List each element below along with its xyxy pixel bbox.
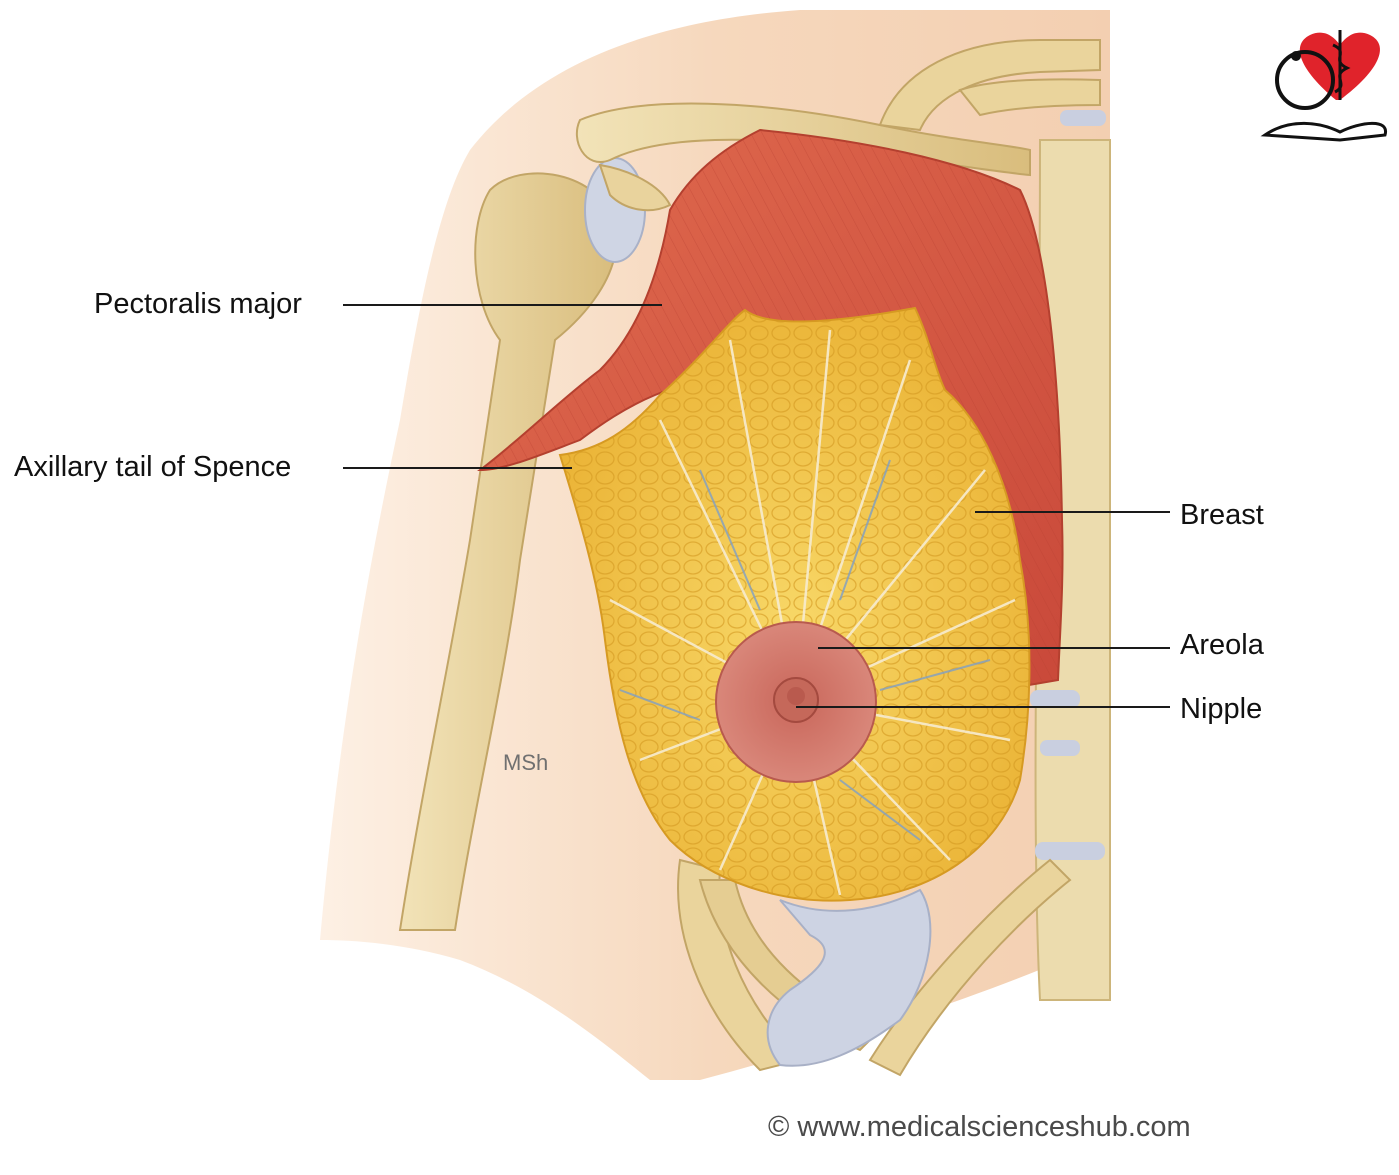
- acromion-coracoid: [598, 163, 672, 212]
- costal-cartilage: [1035, 842, 1105, 860]
- lower-rib: [868, 858, 1072, 1077]
- rib-cartilage: [766, 888, 932, 1067]
- label-areola: Areola: [1180, 629, 1264, 661]
- breast-blood-vessels: [619, 459, 991, 841]
- stethoscope-head: [1291, 51, 1301, 61]
- label-nipple: Nipple: [1180, 693, 1263, 725]
- heart-stethoscope-book-logo: [1260, 30, 1387, 142]
- upper-rib: [958, 78, 1101, 117]
- open-book-icon: [1260, 121, 1387, 142]
- label-pectoralis-major: Pectoralis major: [94, 288, 302, 320]
- pectoralis-fibers: [480, 130, 1063, 690]
- nipple-tip: [787, 687, 805, 705]
- upper-rib: [878, 39, 1101, 132]
- label-axillary-tail: Axillary tail of Spence: [14, 451, 292, 483]
- label-breast: Breast: [1180, 499, 1264, 531]
- stethoscope-icon: [1275, 50, 1335, 110]
- caduceus-icon: [1332, 30, 1351, 100]
- msh-watermark: MSh: [503, 750, 549, 775]
- costal-cartilage: [1060, 110, 1106, 126]
- copyright-notice: © www.medicalscienceshub.com: [768, 1111, 1191, 1143]
- costal-cartilage: [1030, 690, 1080, 708]
- leader-lines: [343, 304, 1170, 708]
- costal-cartilage: [1040, 740, 1080, 756]
